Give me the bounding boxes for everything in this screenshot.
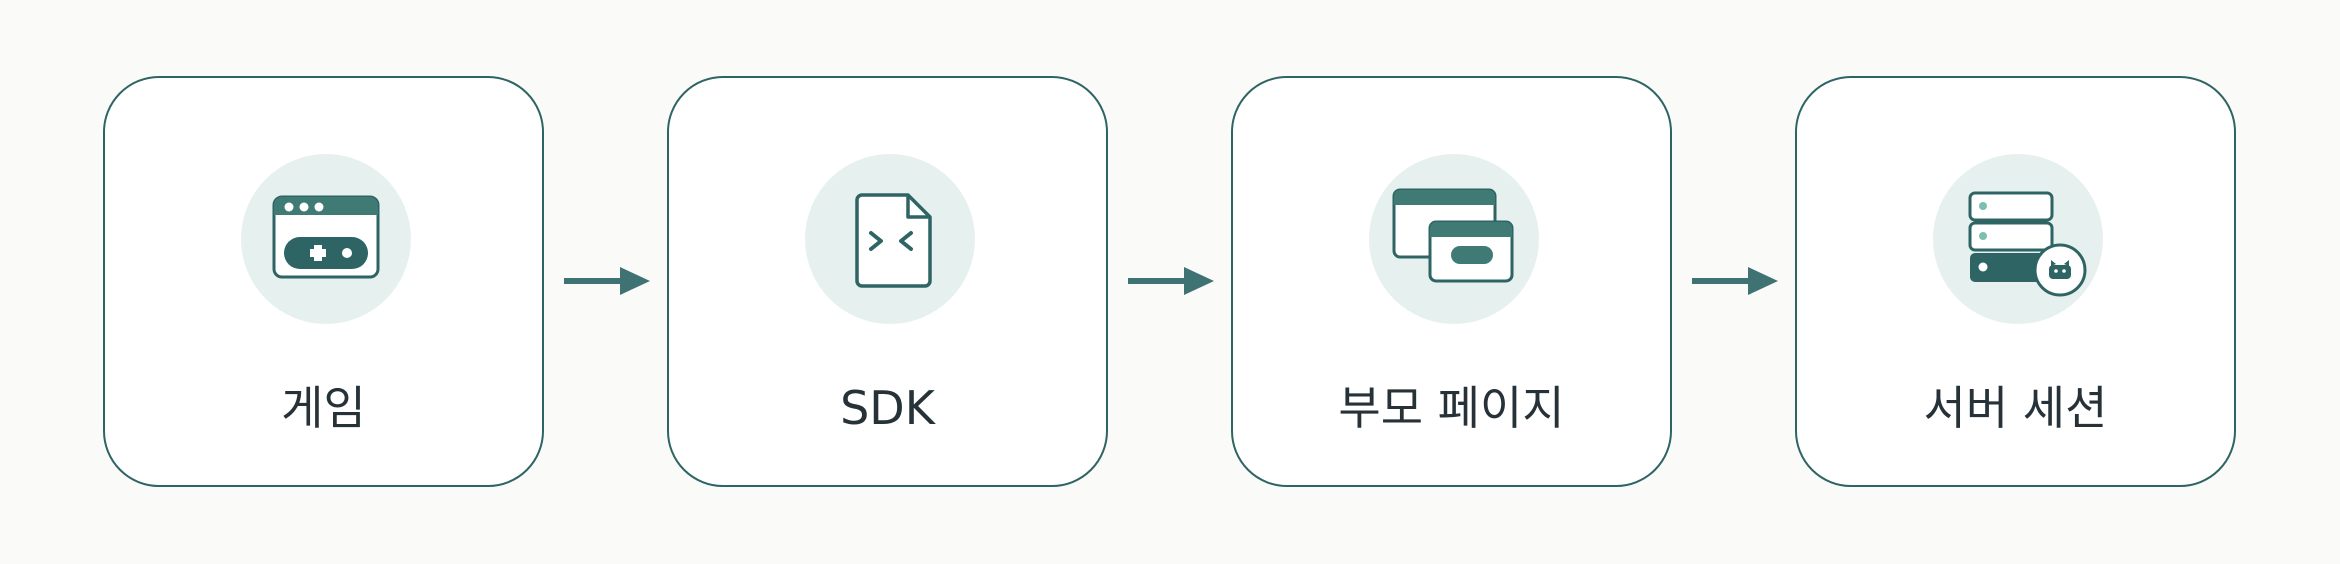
server-stack-icon <box>1968 191 2087 297</box>
step-card-server-session: 서버 세션 <box>1795 76 2236 487</box>
step-icon-circle <box>1369 154 1539 324</box>
arrow-icon <box>1692 267 1778 295</box>
arrow-icon <box>1128 267 1214 295</box>
step-icon-circle <box>1933 154 2103 324</box>
step-card-game: 게임 <box>103 76 544 487</box>
step-icon-circle <box>241 154 411 324</box>
step-card-sdk: SDK <box>667 76 1108 487</box>
step-label: 부모 페이지 <box>1338 381 1565 435</box>
browser-windows-icon <box>1392 188 1514 283</box>
arrow-icon <box>564 267 650 295</box>
step-card-parent-page: 부모 페이지 <box>1231 76 1672 487</box>
step-label: 게임 <box>281 381 366 435</box>
step-label: 서버 세션 <box>1923 381 2108 435</box>
code-file-icon <box>855 193 932 288</box>
game-window-icon <box>272 195 380 279</box>
step-label: SDK <box>840 381 935 435</box>
step-icon-circle <box>805 154 975 324</box>
